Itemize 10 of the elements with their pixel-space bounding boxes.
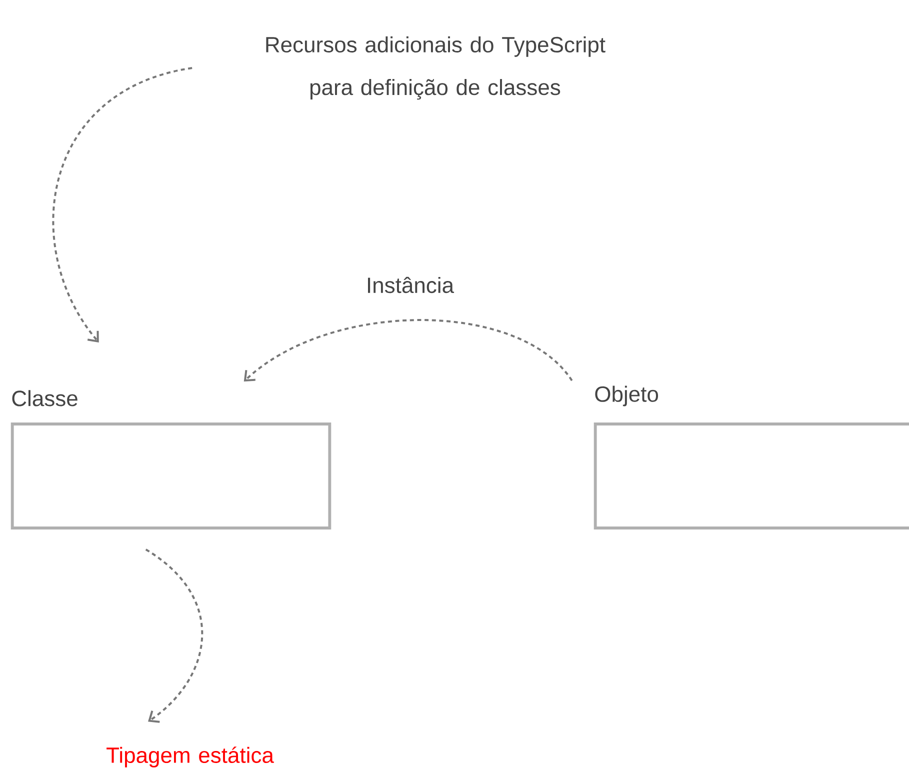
edge-label: Instância bbox=[363, 274, 457, 296]
object-box: Objeto bbox=[594, 386, 909, 530]
arrow bbox=[244, 319, 573, 382]
note-text: Tipagem estática bbox=[106, 746, 274, 768]
class-box: Classe bbox=[10, 390, 332, 530]
arrow bbox=[52, 67, 192, 343]
arrow bbox=[145, 548, 203, 723]
free-text: Recursos adicionais do TypeScript para definição de classes bbox=[266, 36, 606, 100]
node-label: Classe bbox=[12, 390, 78, 406]
node-label: Objeto bbox=[595, 386, 658, 406]
